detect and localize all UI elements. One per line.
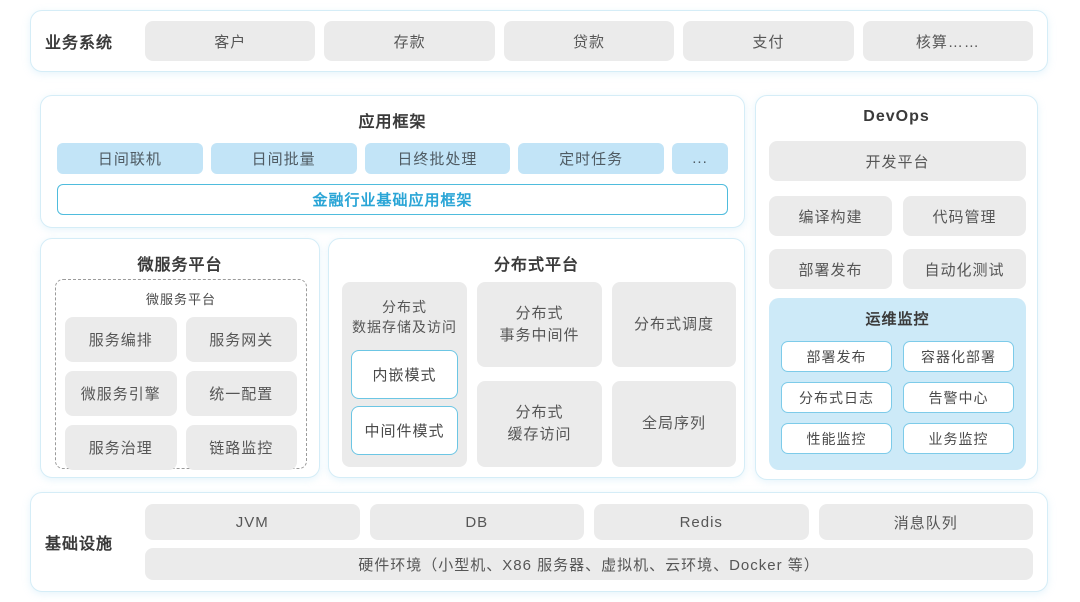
business-item-payment: 支付	[683, 21, 854, 61]
infrastructure-label: 基础设施	[45, 536, 114, 553]
infra-item-jvm: JVM	[145, 504, 360, 540]
micro-item-engine: 微服务引擎	[65, 371, 177, 416]
infra-item-db: DB	[369, 504, 584, 540]
scheduling-label: 分布式调度	[633, 315, 714, 333]
infrastructure-row1: JVM DB Redis 消息队列	[145, 504, 1033, 540]
app-framework-section: 应用框架 日间联机 日间批量 日终批处理 定时任务 ... 金融行业基础应用框架	[40, 95, 745, 228]
app-framework-boxes: 日间联机 日间批量 日终批处理 定时任务 ...	[57, 143, 728, 174]
business-item-deposit: 存款	[324, 21, 495, 61]
monitor-item-business: 业务监控	[903, 423, 1014, 454]
microservice-platform-title: 微服务平台	[137, 257, 223, 274]
devops-item-deploy: 部署发布	[769, 249, 892, 289]
devops-section: DevOps 开发平台 编译构建 代码管理 部署发布 自动化测试 运维监控 部署…	[755, 95, 1038, 480]
finance-base-framework-box: 金融行业基础应用框架	[57, 184, 728, 215]
devops-item-build: 编译构建	[769, 196, 892, 236]
appfw-item-scheduled-task: 定时任务	[518, 143, 664, 174]
business-systems-boxes: 客户 存款 贷款 支付 核算……	[145, 21, 1034, 61]
devops-title: DevOps	[863, 108, 930, 125]
monitor-item-deploy: 部署发布	[781, 341, 892, 372]
distributed-transaction-box: 分布式 事务中间件	[477, 282, 602, 367]
monitor-item-container-deploy: 容器化部署	[903, 341, 1014, 372]
microservice-grid: 服务编排 服务网关 微服务引擎 统一配置 服务治理 链路监控	[65, 317, 297, 470]
infra-item-mq: 消息队列	[818, 504, 1033, 540]
global-sequence-box: 全局序列	[612, 381, 736, 467]
devops-item-auto-test: 自动化测试	[903, 249, 1026, 289]
micro-item-gateway: 服务网关	[185, 317, 297, 362]
storage-label-line1: 分布式	[382, 299, 427, 315]
sequence-label: 全局序列	[641, 415, 706, 433]
monitor-item-distributed-log: 分布式日志	[781, 382, 892, 413]
devops-item-code-mgmt: 代码管理	[903, 196, 1026, 236]
business-item-customer: 客户	[145, 21, 316, 61]
distributed-storage-box: 分布式 数据存储及访问 内嵌模式 中间件模式	[342, 282, 467, 467]
appfw-item-eod-batch: 日终批处理	[364, 143, 511, 174]
devops-grid: 编译构建 代码管理 部署发布 自动化测试	[769, 196, 1026, 289]
micro-item-tracing: 链路监控	[185, 425, 297, 470]
cache-line1: 分布式	[515, 404, 564, 422]
storage-mode-embedded: 内嵌模式	[351, 350, 458, 399]
ops-monitor-title: 运维监控	[865, 311, 930, 328]
distributed-cache-box: 分布式 缓存访问	[477, 381, 602, 467]
infrastructure-boxes: JVM DB Redis 消息队列 硬件环境（小型机、X86 服务器、虚拟机、云…	[145, 504, 1033, 580]
micro-item-orchestration: 服务编排	[65, 317, 177, 362]
appfw-item-more: ...	[672, 143, 728, 174]
business-systems-section: 业务系统 客户 存款 贷款 支付 核算……	[30, 10, 1048, 72]
business-systems-label: 业务系统	[45, 35, 114, 52]
hardware-environment-bar: 硬件环境（小型机、X86 服务器、虚拟机、云环境、Docker 等）	[145, 548, 1033, 580]
distributed-platform-title: 分布式平台	[493, 257, 579, 274]
ops-monitor-panel: 运维监控 部署发布 容器化部署 分布式日志 告警中心 性能监控 业务监控	[769, 298, 1026, 470]
distributed-scheduling-box: 分布式调度	[612, 282, 736, 367]
microservice-inner-group: 微服务平台 服务编排 服务网关 微服务引擎 统一配置 服务治理 链路监控	[55, 279, 307, 470]
devops-dev-platform-box: 开发平台	[769, 141, 1026, 181]
infrastructure-section: 基础设施 JVM DB Redis 消息队列 硬件环境（小型机、X86 服务器、…	[30, 492, 1048, 592]
transaction-line2: 事务中间件	[499, 326, 580, 344]
monitor-item-performance: 性能监控	[781, 423, 892, 454]
microservice-platform-section: 微服务平台 微服务平台 服务编排 服务网关 微服务引擎 统一配置 服务治理 链路…	[40, 238, 320, 478]
appfw-item-daytime-online: 日间联机	[57, 143, 203, 174]
monitor-item-alert-center: 告警中心	[903, 382, 1014, 413]
distributed-storage-label: 分布式 数据存储及访问	[342, 282, 467, 338]
transaction-line1: 分布式	[515, 304, 564, 322]
business-item-accounting: 核算……	[862, 21, 1034, 61]
distributed-platform-section: 分布式平台 分布式 数据存储及访问 内嵌模式 中间件模式 分布式 事务中间件 分…	[328, 238, 745, 478]
appfw-item-daytime-batch: 日间批量	[210, 143, 357, 174]
microservice-inner-title: 微服务平台	[145, 292, 216, 307]
app-framework-title: 应用框架	[358, 114, 427, 131]
micro-item-governance: 服务治理	[65, 425, 177, 470]
cache-line2: 缓存访问	[507, 426, 572, 443]
storage-label-line2: 数据存储及访问	[352, 319, 457, 336]
micro-item-config: 统一配置	[185, 371, 297, 416]
business-item-loan: 贷款	[503, 21, 675, 61]
ops-monitor-grid: 部署发布 容器化部署 分布式日志 告警中心 性能监控 业务监控	[781, 341, 1014, 454]
infra-item-redis: Redis	[594, 504, 809, 540]
storage-mode-middleware: 中间件模式	[351, 406, 458, 455]
